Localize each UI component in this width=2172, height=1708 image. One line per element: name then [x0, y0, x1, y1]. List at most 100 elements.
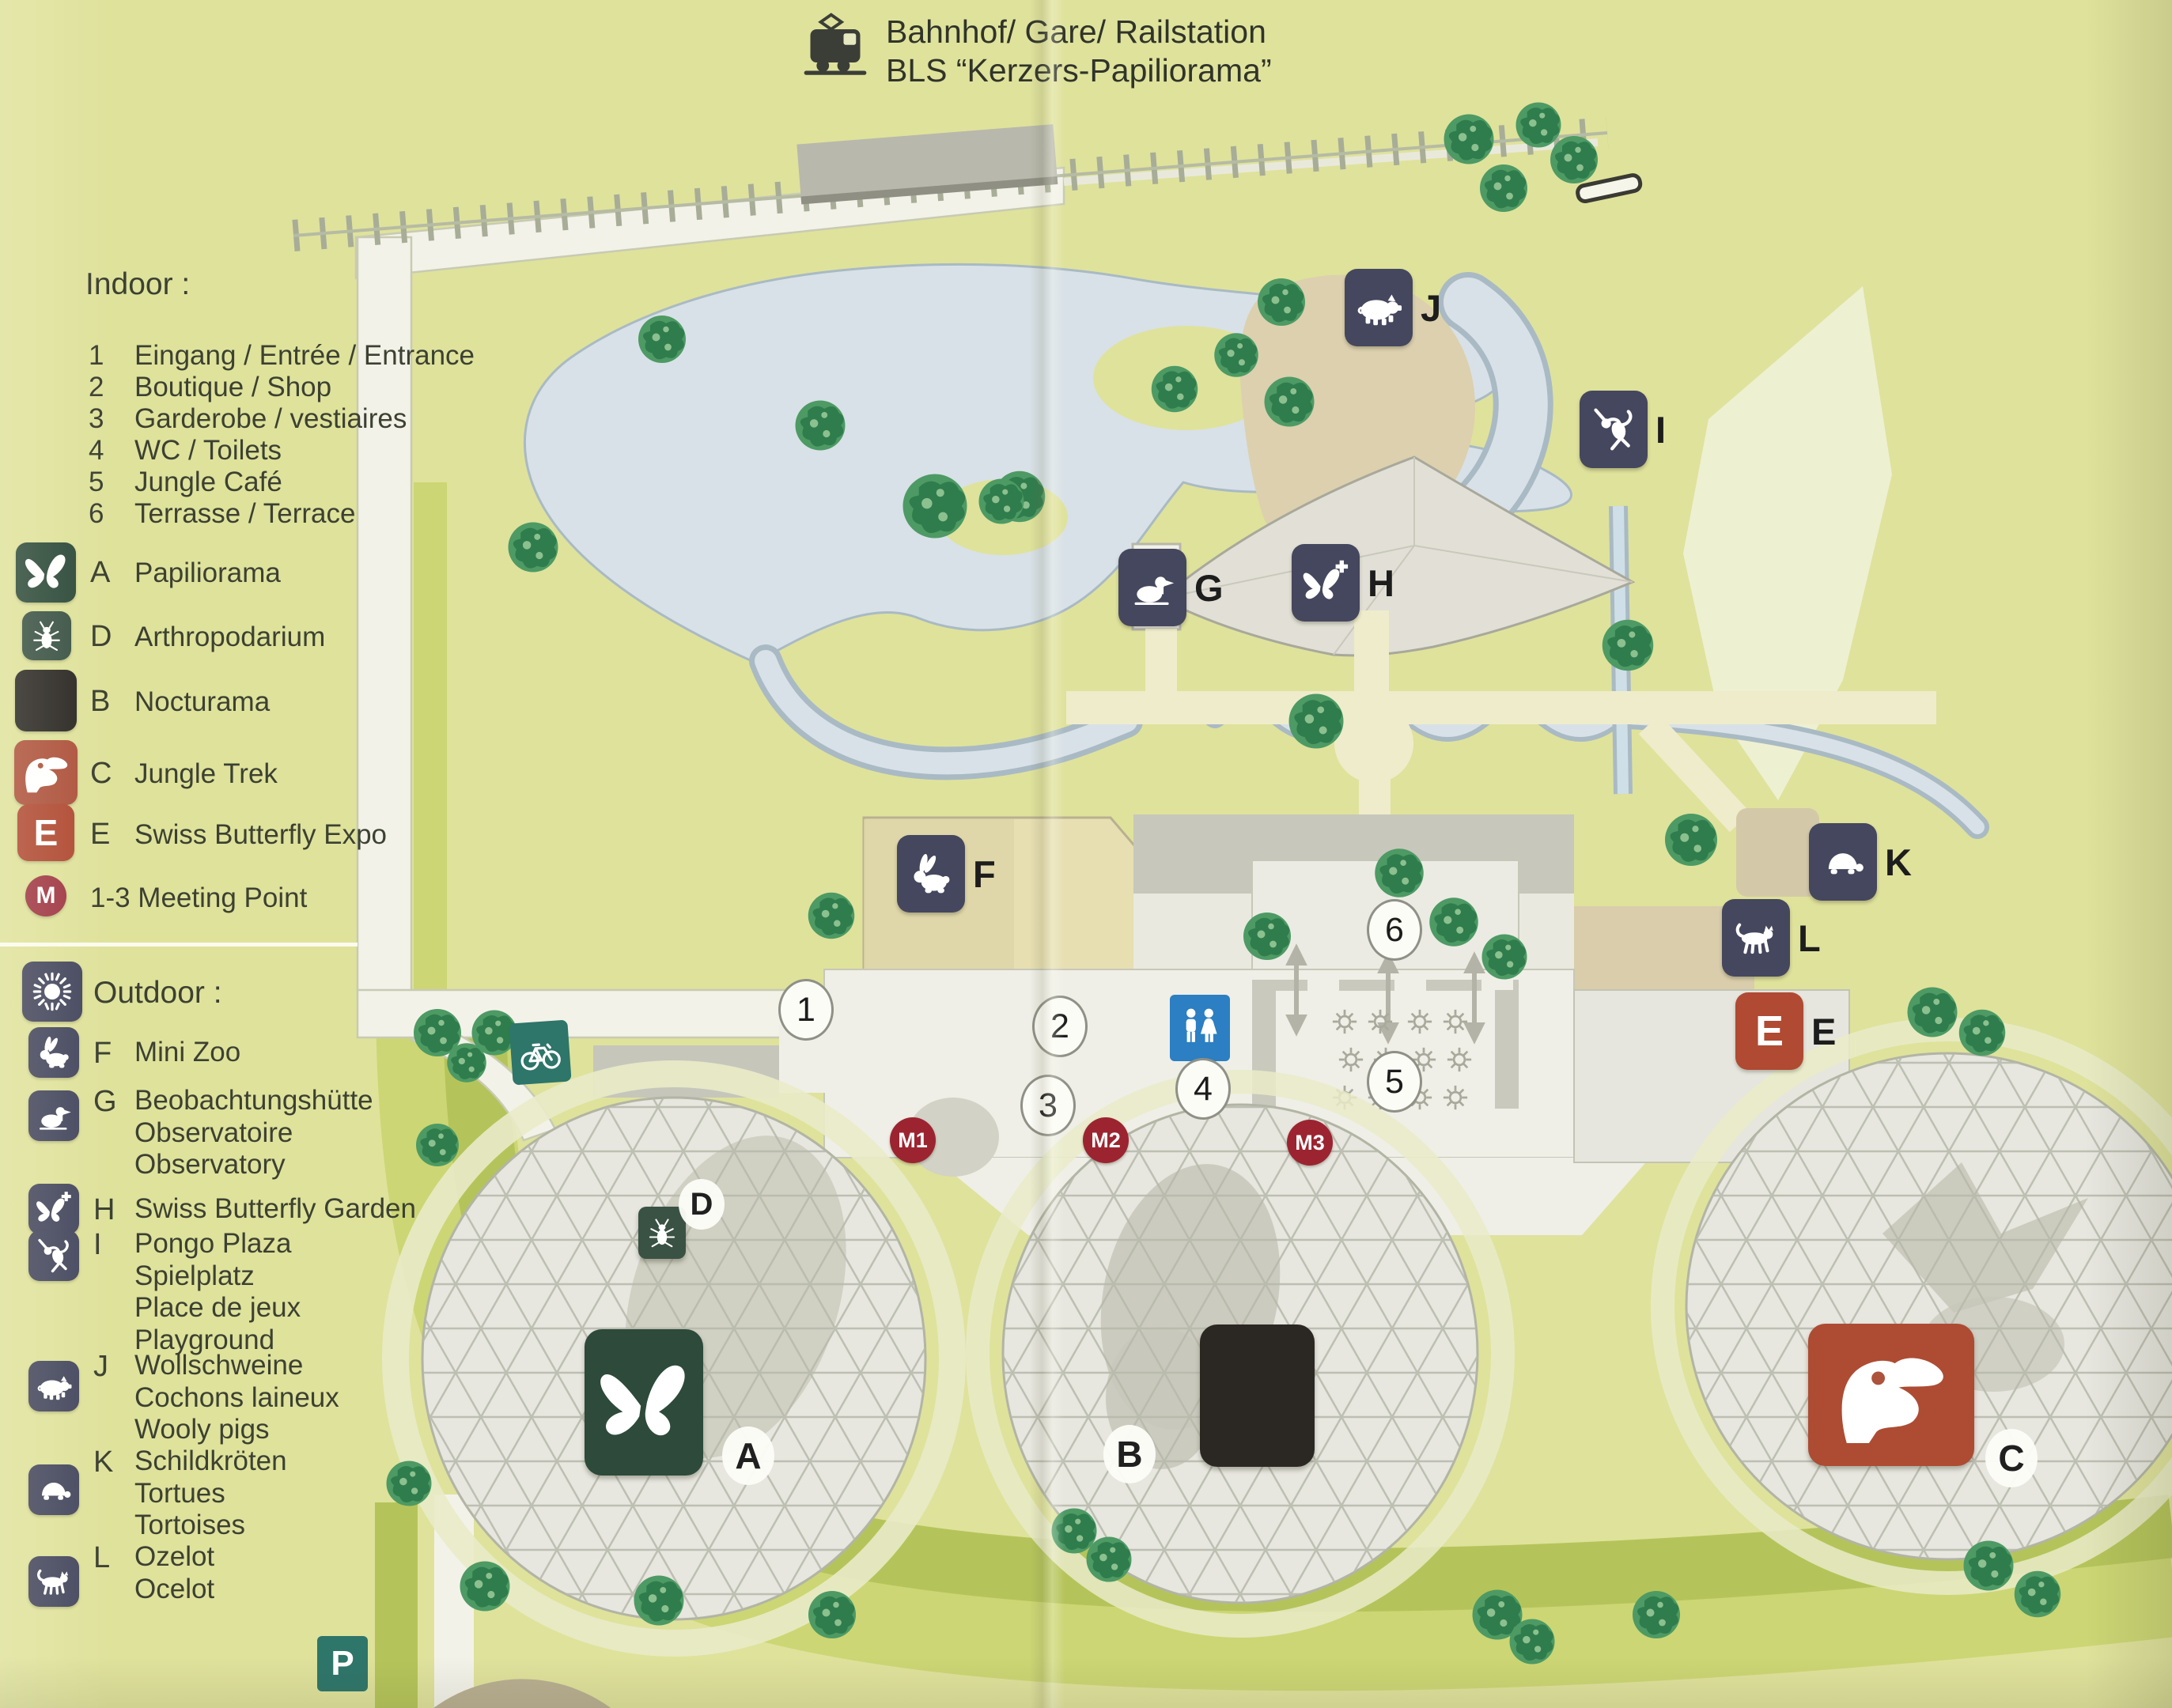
ocelot-icon: [1733, 915, 1779, 961]
papiliorama-dome-icon: [585, 1329, 703, 1476]
dome-label-b: B: [1116, 1434, 1143, 1475]
rabbit-icon: [907, 850, 955, 897]
dome-label-d: D: [690, 1186, 713, 1222]
outdoor-label: Beobachtungshütte Observatoire Observato…: [134, 1085, 373, 1180]
facility-label: 1-3 Meeting Point: [90, 882, 308, 913]
pig-icon: [28, 1361, 79, 1411]
pen-mark: [1576, 173, 1643, 204]
facility-letter: A: [90, 556, 111, 589]
indoor-item-label: Jungle Café: [134, 467, 282, 497]
map-number-entrance: 1: [797, 990, 815, 1029]
expo-square-letter: E: [1754, 1007, 1784, 1055]
indoor-item-label: Eingang / Entrée / Entrance: [134, 340, 475, 371]
butterfly-cross-icon: [1301, 558, 1350, 607]
turtle-icon: [28, 1464, 79, 1515]
letter-m-icon: M: [25, 875, 66, 916]
indoor-item-label: Terrasse / Terrace: [134, 498, 356, 529]
pig-icon: [1354, 283, 1403, 332]
bike-parking-icon: [509, 1019, 572, 1086]
monkey-icon: [1590, 406, 1637, 453]
indoor-item-label: Boutique / Shop: [134, 372, 332, 402]
station-line2: BLS “Kerzers-Papiliorama”: [886, 52, 1272, 89]
map-number-cloakroom: 3: [1039, 1086, 1058, 1124]
butterfly-garden-tent: [1159, 178, 2172, 1708]
outdoor-label: Ozelot Ocelot: [134, 1541, 215, 1604]
sun-icon: [22, 962, 82, 1022]
wc-icon: [1170, 995, 1230, 1061]
indoor-item-num: 5: [89, 467, 104, 497]
outdoor-letter: J: [93, 1350, 108, 1383]
ocelot-icon: [28, 1556, 79, 1607]
outdoor-letter: L: [93, 1541, 111, 1574]
facility-letter: C: [90, 757, 112, 790]
outdoor-letter: F: [93, 1037, 112, 1070]
indoor-title: Indoor :: [85, 267, 191, 301]
outdoor-label: Mini Zoo: [134, 1037, 241, 1068]
passage-arrows: [1285, 943, 1485, 1045]
indoor-item-num: 6: [89, 498, 104, 529]
dome-jungle-trek: [1651, 1018, 2172, 1595]
meeting-point: M2: [1091, 1128, 1121, 1152]
water-arm: [1438, 272, 1553, 536]
turtle-patch: [1736, 808, 1819, 897]
parking-icon: P: [317, 1636, 368, 1691]
turtle-icon: [1820, 839, 1866, 885]
outdoor-letter: K: [93, 1445, 114, 1479]
map-number-wc: 4: [1194, 1069, 1213, 1108]
moon-icon: [15, 670, 77, 731]
outdoor-label: Pongo Plaza Spielplatz Place de jeux Pla…: [134, 1228, 301, 1355]
railway: [292, 117, 1643, 251]
dome-label-c: C: [1998, 1438, 2025, 1479]
facility-label: Papiliorama: [134, 557, 281, 588]
dome-label-a: A: [735, 1435, 762, 1476]
toucan-icon: [14, 740, 78, 805]
map-marker-butterfly-garden: H: [1292, 544, 1394, 622]
outdoor-label: Swiss Butterfly Garden: [134, 1193, 416, 1224]
map-marker-observatory: G: [1118, 549, 1224, 626]
indoor-item-num: 4: [89, 435, 104, 466]
outdoor-letter: G: [93, 1085, 117, 1118]
jungle-trek-dome-icon: [1808, 1324, 1974, 1466]
map-marker-pigs: J: [1345, 269, 1441, 346]
facility-label: Jungle Trek: [134, 758, 278, 789]
facility-label: Arthropodarium: [134, 622, 326, 652]
facility-label: Swiss Butterfly Expo: [134, 819, 387, 850]
nocturama-dome-icon: [1200, 1324, 1315, 1467]
map-number-terrace: 6: [1385, 910, 1404, 949]
outdoor-label: Schildkröten Tortues Tortoises: [134, 1445, 287, 1540]
outdoor-letter: H: [93, 1193, 115, 1226]
duck-icon: [28, 1090, 79, 1141]
map-number-cafe: 5: [1385, 1062, 1404, 1101]
monkey-icon: [28, 1230, 79, 1281]
butterfly-icon: [16, 542, 76, 603]
station-header: Bahnhof/ Gare/ Railstation BLS “Kerzers-…: [800, 13, 1272, 90]
rabbit-icon: [28, 1027, 79, 1078]
butterfly-cross-icon: [28, 1184, 79, 1234]
map-marker-expo: E E: [1735, 992, 1836, 1070]
meeting-point: M3: [1295, 1130, 1325, 1154]
indoor-item-num: 2: [89, 372, 104, 402]
map-number-shop: 2: [1050, 1007, 1069, 1045]
train-icon: [800, 13, 870, 79]
map-marker-pongo-plaza: I: [1580, 391, 1666, 468]
map-marker-mini-zoo: F: [897, 835, 996, 913]
outdoor-label: Wollschweine Cochons laineux Wooly pigs: [134, 1350, 339, 1445]
facility-letter: B: [90, 685, 111, 718]
map-marker-ocelot: L: [1722, 899, 1821, 977]
letter-e-icon: E: [17, 804, 74, 861]
indoor-item-label: WC / Toilets: [134, 435, 282, 466]
beetle-icon: [22, 611, 71, 660]
legend-divider: [0, 943, 358, 947]
meeting-point: M1: [898, 1128, 928, 1152]
indoor-item-num: 1: [89, 340, 104, 371]
indoor-item-label: Garderobe / vestiaires: [134, 403, 407, 434]
outdoor-title: Outdoor :: [93, 976, 222, 1010]
map-marker-tortoises: K: [1809, 823, 1912, 901]
duck-icon: [1129, 564, 1176, 611]
facility-letter: E: [90, 818, 111, 851]
indoor-item-num: 3: [89, 403, 104, 434]
station-line1: Bahnhof/ Gare/ Railstation: [886, 13, 1266, 50]
facility-label: Nocturama: [134, 686, 271, 717]
